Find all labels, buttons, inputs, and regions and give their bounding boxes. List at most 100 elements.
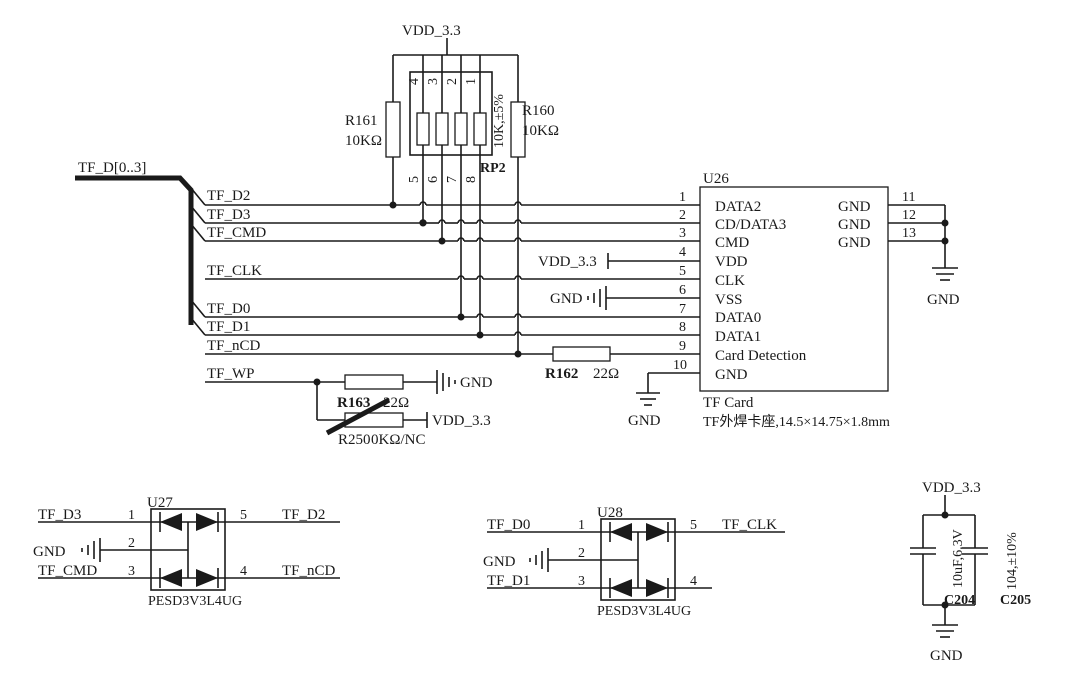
u28-diode (610, 579, 632, 597)
rp2-pin-8: 8 (464, 176, 479, 183)
c205-ref: C205 (1000, 593, 1031, 608)
u28-diode (646, 579, 668, 597)
u27-diode (196, 569, 218, 587)
junction-dot (941, 237, 949, 245)
u27-diode (160, 513, 182, 531)
u28-pin: 1 (578, 518, 585, 533)
net-tf-cmd: TF_CMD (207, 225, 266, 241)
u26-pin-number: 7 (679, 302, 686, 317)
u26-right-pin-number: 11 (902, 190, 915, 205)
u27-net-ncd: TF_nCD (282, 563, 336, 579)
r161-value: 10KΩ (345, 133, 382, 149)
write-protect-circuit: TF_WP GND R163 22Ω VDD_3.3 R250 0KΩ/NC (205, 366, 493, 448)
u26-pin-number: 9 (679, 339, 686, 354)
u26-right-pin-number: 12 (902, 208, 916, 223)
u28-net-clk: TF_CLK (722, 517, 777, 533)
u28-net-d0: TF_D0 (487, 517, 530, 533)
gnd-label-u28: GND (483, 554, 516, 570)
rp2-pin-7: 7 (445, 176, 460, 183)
junction-dot (389, 201, 397, 209)
r250-nc-strike (325, 397, 391, 436)
u26-body (699, 186, 889, 392)
u26-pin-name: DATA0 (715, 310, 761, 326)
gnd-label-caps: GND (930, 648, 963, 664)
u27-part: PESD3V3L4UG (148, 594, 242, 609)
rp2-ref: RP2 (480, 161, 506, 176)
bus-line (75, 175, 194, 325)
u26-pin-name: DATA2 (715, 199, 761, 215)
r162-body (552, 346, 611, 362)
u26-pin-number: 8 (679, 320, 686, 335)
rp2-pin-5: 5 (407, 176, 422, 183)
u26-pin-name: CD/DATA3 (715, 217, 786, 233)
gnd-label-u27: GND (33, 544, 66, 560)
u27-net-cmd: TF_CMD (38, 563, 97, 579)
rp2-element-1 (416, 112, 430, 146)
u26-right-pin-number: 13 (902, 226, 916, 241)
rp2-pin-3: 3 (426, 78, 441, 85)
rp2-element-3 (454, 112, 468, 146)
u28-pin: 3 (578, 574, 585, 589)
rp2-pin-4: 4 (407, 78, 422, 85)
u26-pin-number: 5 (679, 264, 686, 279)
pullup-network: VDD_3.3 R161 10KΩ R160 10KΩ 4 3 2 1 5 6 … (345, 23, 559, 205)
vdd-label-caps: VDD_3.3 (922, 480, 981, 496)
u27-esd-protection: U27 GND TF_D3 TF_CMD TF_nCD TF_D2 1 2 3 … (33, 495, 340, 609)
junction-dot (941, 219, 949, 227)
u27-diode (160, 569, 182, 587)
rp2-pin-6: 6 (426, 176, 441, 183)
gnd-label-vss: GND (550, 291, 583, 307)
u26-pin-name: CMD (715, 235, 749, 251)
u28-diode (610, 523, 632, 541)
gnd-label-u26: GND (927, 292, 960, 308)
net-tf-clk: TF_CLK (207, 263, 262, 279)
gnd-label-wp: GND (460, 375, 493, 391)
r162-value: 22Ω (593, 366, 619, 382)
tf-data-bus: TF_D[0..3] (75, 160, 194, 325)
c205-value: 104,±10% (1005, 532, 1020, 590)
u26-pin-number: 6 (679, 283, 686, 298)
u27-pin: 4 (240, 564, 247, 579)
u26-right-pin-name: GND (838, 235, 871, 251)
u27-pin: 1 (128, 508, 135, 523)
u26-pin-number: 4 (679, 245, 686, 260)
r162-ref: R162 (545, 366, 578, 382)
r161-ref: R161 (345, 113, 378, 129)
u28-diode (646, 523, 668, 541)
u28-pin: 5 (690, 518, 697, 533)
rp2-element-4 (473, 112, 487, 146)
u27-net-d3: TF_D3 (38, 507, 81, 523)
u26-right-pin-name: GND (838, 199, 871, 215)
u26-pin-name: GND (715, 367, 748, 383)
r250-ref: R250 (338, 432, 371, 448)
gnd-label-pin10: GND (628, 413, 661, 429)
u26-pin-name: Card Detection (715, 348, 807, 364)
net-wires: TF_D2 TF_D3 TF_CMD TF_CLK (190, 187, 700, 382)
net-tf-ncd: TF_nCD (207, 338, 261, 354)
u28-pin: 4 (690, 574, 697, 589)
rp2-value: 10K,±5% (492, 94, 507, 148)
u26-description: TF外焊卡座,14.5×14.75×1.8mm (703, 414, 890, 430)
u28-ref: U28 (597, 505, 623, 521)
u27-net-d2: TF_D2 (282, 507, 325, 523)
u26-ref: U26 (703, 171, 729, 187)
u26-pin-number: 1 (679, 190, 686, 205)
u28-part: PESD3V3L4UG (597, 604, 691, 619)
u28-net-d1: TF_D1 (487, 573, 530, 589)
rp2-element-2 (435, 112, 449, 146)
net-tf-d2: TF_D2 (207, 188, 250, 204)
junction-dot (438, 237, 446, 245)
junction-dot (476, 331, 484, 339)
junction-dot (514, 350, 522, 358)
u27-pin: 3 (128, 564, 135, 579)
u27-diode (196, 513, 218, 531)
net-tf-d0: TF_D0 (207, 301, 250, 317)
u26-right-pin-name: GND (838, 217, 871, 233)
r163-body (344, 374, 404, 390)
u26-pin-number: 3 (679, 226, 686, 241)
u26-pin-name: VDD (715, 254, 748, 270)
r160-value: 10KΩ (522, 123, 559, 139)
rp2-pin-1: 1 (464, 78, 479, 85)
u26-pin-name: DATA1 (715, 329, 761, 345)
